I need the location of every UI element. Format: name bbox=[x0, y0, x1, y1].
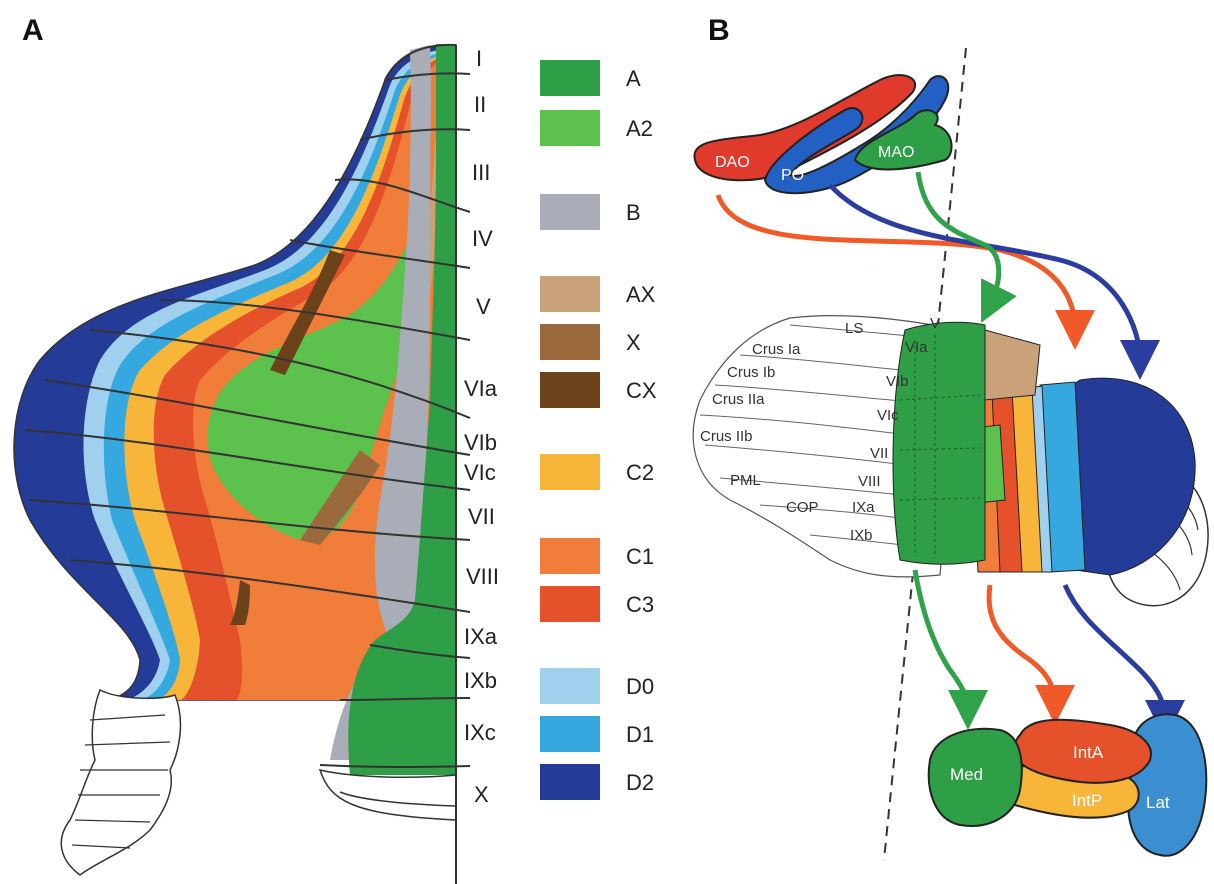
legend-label: D2 bbox=[626, 770, 654, 795]
olive-po-label: PO bbox=[781, 167, 804, 184]
lobule-label: IXa bbox=[464, 624, 498, 649]
arrow-dao bbox=[718, 195, 1075, 330]
lobule-label: VII bbox=[468, 504, 495, 529]
legend-swatch-ax bbox=[540, 276, 600, 312]
label-vii: VII bbox=[870, 445, 888, 462]
nucleus-inta-label: IntA bbox=[1073, 743, 1104, 762]
arrow-med bbox=[915, 570, 968, 710]
legend-label: C3 bbox=[626, 592, 654, 617]
legend-label: AX bbox=[626, 282, 656, 307]
legend-label: A bbox=[626, 66, 641, 91]
label-v: V bbox=[930, 315, 940, 332]
label-crus1b: Crus Ib bbox=[727, 364, 775, 381]
lobule-label: III bbox=[472, 160, 490, 185]
legend-swatch-cx bbox=[540, 372, 600, 408]
lobule-label: VIa bbox=[464, 376, 498, 401]
label-cop: COP bbox=[786, 499, 819, 516]
lobule-label: VIb bbox=[464, 430, 497, 455]
legend-swatch-d0 bbox=[540, 668, 600, 704]
legend-label: A2 bbox=[626, 116, 653, 141]
label-viii: VIII bbox=[858, 473, 881, 490]
lobule-label: IXc bbox=[464, 720, 496, 745]
lobule-label: X bbox=[474, 782, 489, 807]
legend-label: D0 bbox=[626, 674, 654, 699]
legend-label: X bbox=[626, 330, 641, 355]
zone-a-3d bbox=[893, 322, 985, 564]
flattened-cerebellum-map bbox=[14, 44, 470, 884]
lobule-label: IXb bbox=[464, 668, 497, 693]
legend-label: C1 bbox=[626, 544, 654, 569]
panel-label-b: B bbox=[708, 14, 730, 47]
zone-legend: A A2 B AX X CX C2 C1 C3 D0 D1 D2 bbox=[540, 60, 657, 800]
legend-swatch-b bbox=[540, 194, 600, 230]
label-crus2a: Crus IIa bbox=[712, 391, 765, 408]
label-vlc: VIc bbox=[877, 407, 899, 424]
nucleus-intp-label: IntP bbox=[1072, 791, 1102, 810]
lobule-label: VIII bbox=[466, 564, 499, 589]
nucleus-lat-label: Lat bbox=[1146, 793, 1170, 812]
arrow-int bbox=[989, 585, 1055, 705]
inferior-olive: DAO PO MAO bbox=[694, 75, 951, 193]
lobule-label: IV bbox=[472, 226, 493, 251]
legend-swatch-a bbox=[540, 60, 600, 96]
legend-label: CX bbox=[626, 378, 657, 403]
lobule-labels-a: I II III IV V VIa VIb VIc VII VIII IXa I… bbox=[464, 46, 499, 807]
lobule-label: I bbox=[476, 46, 482, 71]
label-crus1a: Crus Ia bbox=[752, 341, 801, 358]
legend-swatch-x bbox=[540, 324, 600, 360]
lobule-x-outline bbox=[320, 770, 456, 820]
label-crus2b: Crus IIb bbox=[700, 428, 753, 445]
label-pml: PML bbox=[730, 472, 761, 489]
olive-dao-label: DAO bbox=[715, 154, 750, 171]
legend-label: C2 bbox=[626, 460, 654, 485]
legend-swatch-d1 bbox=[540, 716, 600, 752]
cerebellar-zones-3d bbox=[893, 322, 1195, 575]
zone-ax-3d bbox=[985, 330, 1040, 400]
panel-label-a: A bbox=[22, 14, 44, 47]
legend-swatch-c2 bbox=[540, 454, 600, 490]
legend-swatch-c3 bbox=[540, 586, 600, 622]
label-ls: LS bbox=[845, 320, 863, 337]
legend-swatch-a2 bbox=[540, 110, 600, 146]
legend-label: D1 bbox=[626, 722, 654, 747]
lobule-label: II bbox=[474, 92, 486, 117]
label-ixa: IXa bbox=[852, 499, 875, 516]
legend-label: B bbox=[626, 200, 641, 225]
label-ixb: IXb bbox=[850, 527, 873, 544]
olive-mao-label: MAO bbox=[878, 144, 914, 161]
deep-cerebellar-nuclei: Med IntA IntP Lat bbox=[929, 714, 1207, 856]
legend-swatch-d2 bbox=[540, 764, 600, 800]
nucleus-med-label: Med bbox=[950, 765, 983, 784]
legend-swatch-c1 bbox=[540, 538, 600, 574]
label-vla: VIa bbox=[905, 339, 928, 356]
lobule-label: VIc bbox=[464, 460, 496, 485]
label-vlb: VIb bbox=[886, 373, 909, 390]
lobule-label: V bbox=[476, 294, 491, 319]
